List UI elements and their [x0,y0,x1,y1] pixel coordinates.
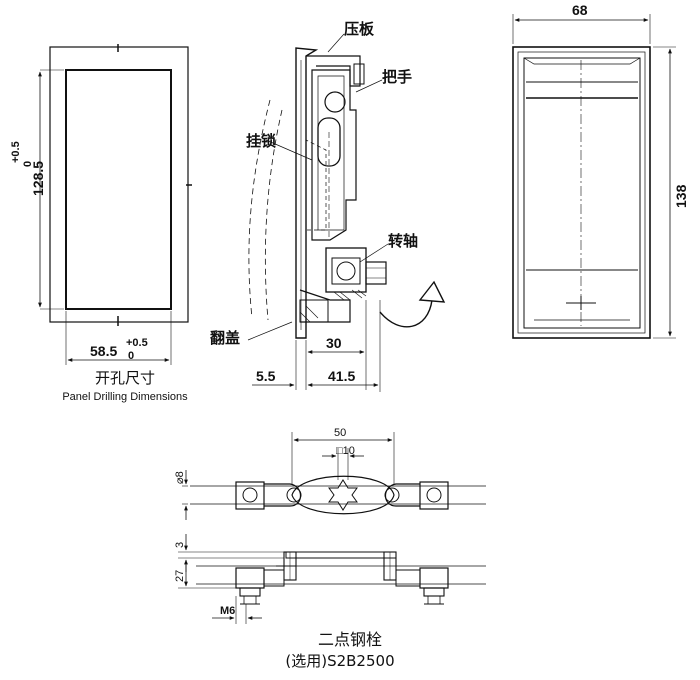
panel-drilling-caption-en: Panel Drilling Dimensions [62,391,188,403]
cutout-height-tol-minus: 0 [22,161,34,167]
label-hook-lock: 挂锁 [246,132,276,150]
bolt-dim-3: 3 [174,542,186,548]
bolt-caption-model: (选用)S2B2500 [285,652,395,670]
label-pressure-plate: 压板 [344,20,375,38]
cutout-width-label: 58.5 [90,343,117,359]
side-section-view [247,33,446,392]
front-width-label: 68 [572,2,588,18]
bolt-caption-cn: 二点钢栓 [317,630,382,649]
front-outer-frame [512,46,651,339]
dim-30: 30 [326,335,342,351]
dim-5-5: 5.5 [256,368,276,384]
dim-41-5: 41.5 [328,368,355,384]
label-handle: 把手 [382,68,412,86]
bolt-top-view [182,432,486,520]
cutout-opening [65,69,172,310]
label-shaft: 转轴 [388,232,418,250]
label-flip-cover: 翻盖 [210,329,240,347]
cutout-width-tol-minus: 0 [128,350,134,362]
cutout-height-tol-plus: +0.5 [10,141,22,163]
front-view [512,14,676,339]
front-height-label: 138 [673,184,689,208]
bolt-dim-dia8: ⌀8 [174,471,186,484]
bolt-dim-sq10: □10 [336,445,355,457]
bolt-dim-50: 50 [334,427,346,439]
bolt-dim-m6: M6 [220,605,235,617]
panel-drilling-caption-cn: 开孔尺寸 [94,369,155,387]
cutout-width-tol-plus: +0.5 [126,337,148,349]
bolt-dim-27: 27 [174,570,186,582]
panel-cutout-view [38,44,192,365]
cutout-height-label: 128.5 [30,161,46,196]
cutout-outer-frame [49,46,189,323]
bolt-side-view [178,534,486,624]
